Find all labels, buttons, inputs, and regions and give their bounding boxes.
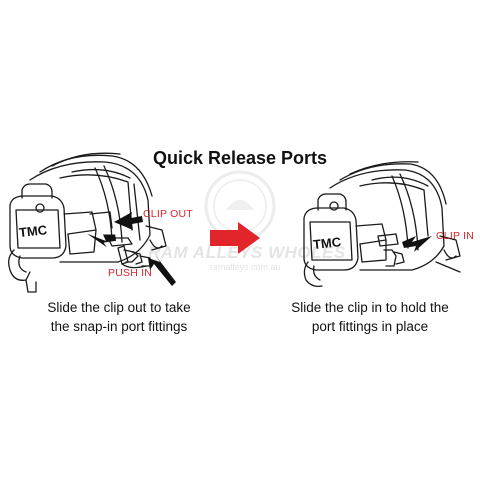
diagram-title: Quick Release Ports — [152, 148, 328, 168]
brand-text-left: TMC — [18, 222, 48, 240]
caption-clip-in: Slide the clip in to hold the port fitti… — [262, 298, 478, 336]
caption-clip-out-line1: Slide the clip out to take — [47, 300, 191, 315]
caption-clip-out-line2: the snap-in port fittings — [50, 319, 188, 334]
watermark-url: ramalleys.com.au — [210, 262, 281, 272]
clip-in-label: CLIP IN — [436, 230, 474, 242]
clip-out-label: CLIP OUT — [143, 208, 193, 220]
caption-clip-in-line1: Slide the clip in to hold the — [291, 300, 449, 315]
caption-clip-out: Slide the clip out to take the snap-in p… — [4, 298, 234, 336]
brand-text-right: TMC — [312, 234, 342, 252]
caption-clip-in-line2: port fittings in place — [311, 319, 429, 334]
watermark-text: RAM ALLEYS WHOLES — [148, 243, 346, 262]
push-in-label: PUSH IN — [108, 267, 152, 279]
